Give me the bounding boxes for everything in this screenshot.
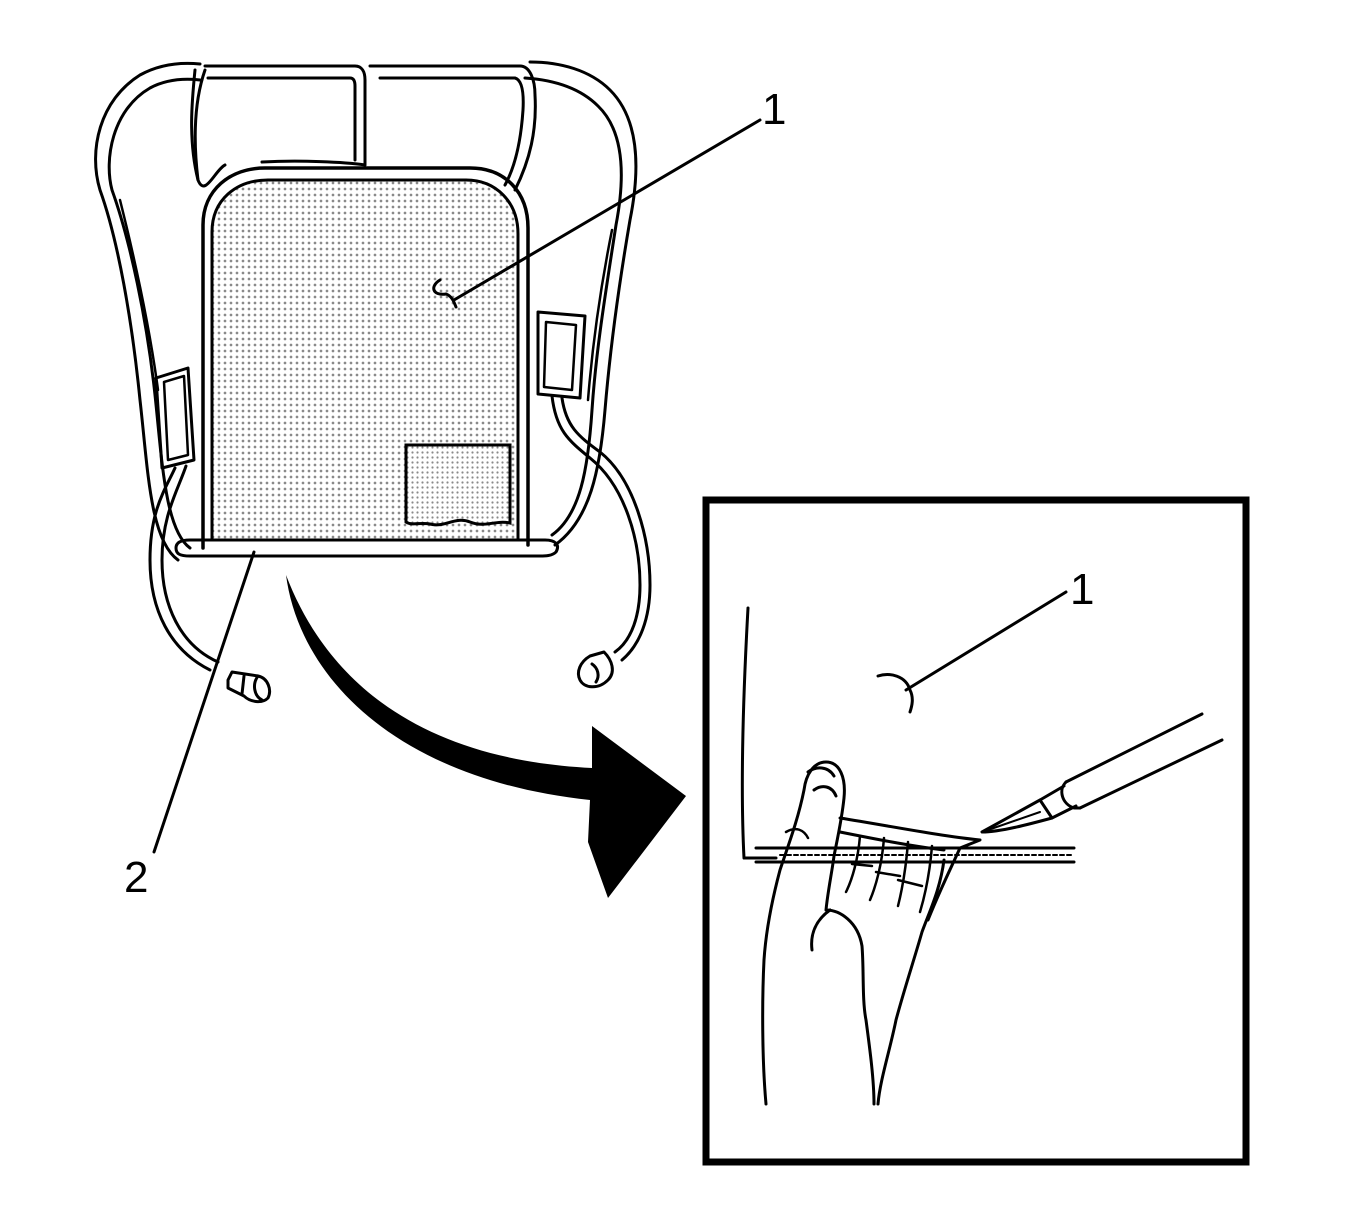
left-wire: [148, 466, 212, 672]
seat-bottom-trim: [174, 538, 559, 558]
inset-callout-1-label: 1: [1070, 565, 1094, 614]
inset-pad-hook: [876, 673, 914, 714]
callout-1-leader: [452, 118, 762, 302]
right-wire: [550, 394, 642, 654]
pad-label-patch: [404, 443, 512, 527]
inset-hand: [761, 760, 876, 1106]
callout-1-label: 1: [762, 85, 786, 134]
detail-inset: 1: [702, 496, 1250, 1166]
heating-pad-outline: [201, 166, 530, 550]
seat-rear-right-panel: [368, 64, 537, 192]
inset-knife-blade: [980, 798, 1054, 834]
detail-frame: [702, 496, 1250, 1166]
left-plug: [226, 670, 272, 704]
left-connector: [148, 366, 272, 704]
pad-hook-mark: [432, 278, 458, 309]
inset-seat-surface: [754, 846, 1076, 864]
detail-arrow: [286, 575, 686, 898]
inset-cushion-edge: [740, 606, 778, 860]
seat-cushion: [94, 60, 652, 704]
seat-outer-shell: [94, 60, 638, 562]
right-connector: [536, 310, 652, 689]
inset-knife: [980, 712, 1224, 834]
inset-callout-1-leader: [904, 590, 1068, 692]
right-plug: [576, 650, 614, 689]
callout-2-label: 2: [124, 853, 148, 902]
callout-2-leader: [152, 550, 256, 854]
